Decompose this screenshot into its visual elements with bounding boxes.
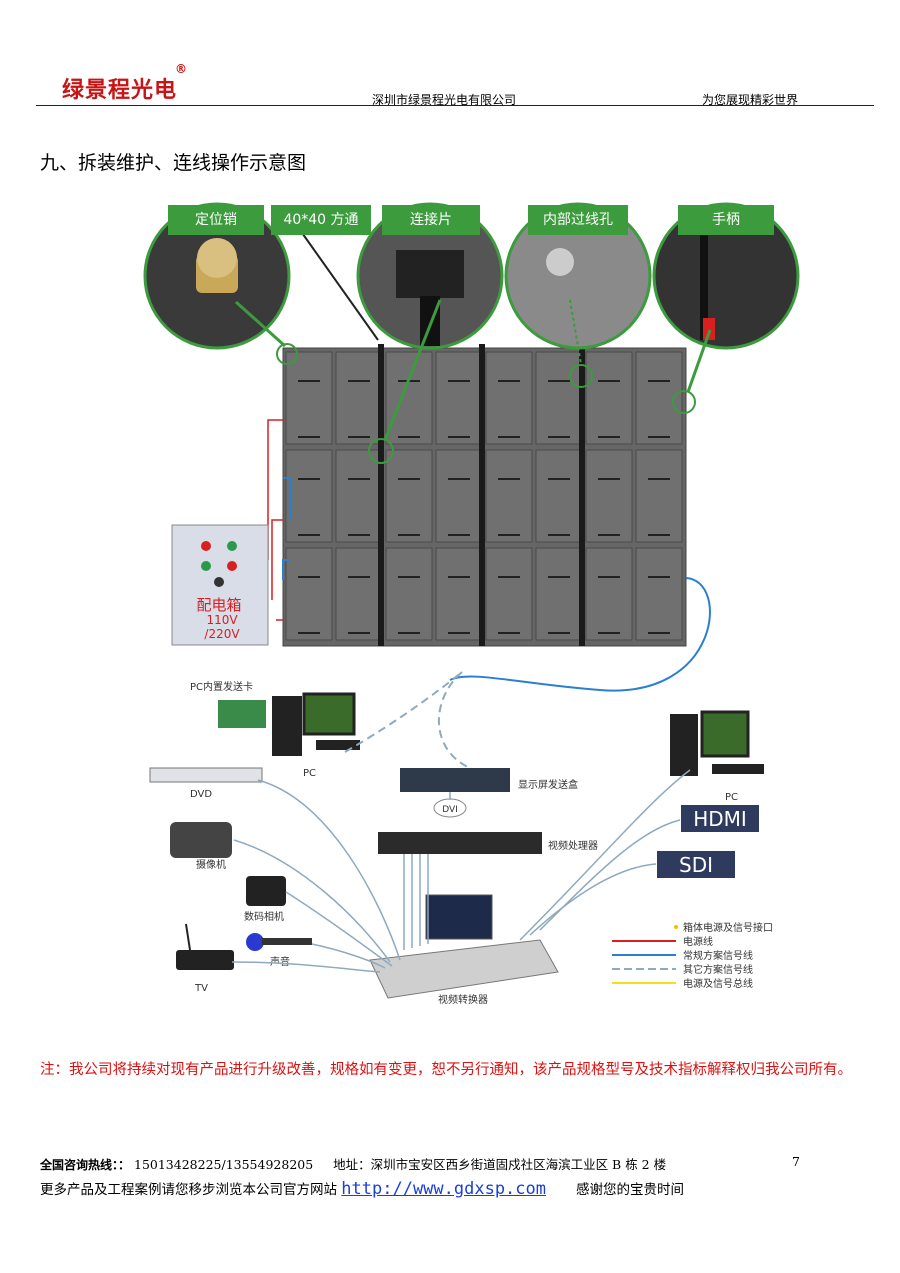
camcorder: 摄像机 [170, 822, 232, 871]
pc-left-label: PC [303, 768, 316, 779]
led-cabinet-wall [282, 344, 687, 647]
logo-text: 绿景程光电 [62, 78, 178, 103]
disclaimer-note: 注：我公司将持续对现有产品进行升级改善，规格如有变更，恕不另行通知，该产品规格型… [40, 1062, 852, 1078]
cabinet-module [435, 449, 483, 543]
cabinet-module [385, 547, 433, 641]
cabinet-module [485, 547, 533, 641]
hdmi-label: HDMI [693, 807, 747, 831]
legend-label: 电源线 [683, 935, 713, 948]
video-switcher: 视频转换器 [369, 894, 559, 1006]
cabinet-module [585, 547, 633, 641]
video-processor-label: 视频处理器 [548, 839, 598, 852]
legend-label: 常规方案信号线 [683, 949, 753, 962]
cabinet-module [635, 449, 683, 543]
header-company: 深圳市绿景程光电有限公司 [372, 93, 517, 107]
power-box-voltage-1: 110V [206, 613, 238, 627]
cabinet-module [435, 547, 483, 641]
device-cables [231, 769, 691, 973]
cabinet-module [635, 547, 683, 641]
dvd-label: DVD [190, 789, 212, 800]
footer-contact: 全国咨询热线：： 15013428225/13554928205 地址：深圳市宝… [40, 1154, 666, 1173]
digital-camera: 数码相机 [244, 876, 286, 923]
switcher-label: 视频转换器 [438, 993, 488, 1006]
display-sender-box: 显示屏发送盒 DVI [400, 768, 578, 818]
website-link[interactable]: http://www.gdxsp.com [341, 1179, 546, 1199]
dvi-label: DVI [442, 805, 458, 815]
legend-label: 其它方案信号线 [683, 963, 753, 976]
callout-pointers [143, 202, 800, 464]
cabinet-module [335, 351, 383, 445]
camera-label: 数码相机 [244, 910, 284, 923]
sender-box-label: 显示屏发送盒 [518, 778, 578, 791]
callout-handle: 手柄 [678, 205, 774, 235]
footer-website: 更多产品及工程案例请您移步浏览本公司官方网站 http://www.gdxsp.… [40, 1178, 684, 1199]
audio-label: 声音 [270, 955, 290, 968]
power-box-voltage-2: /220V [204, 627, 240, 641]
cabinet-module [585, 351, 633, 445]
cabinet-module [635, 351, 683, 445]
registered-mark: ® [175, 62, 188, 76]
callout-locating-pin: 定位销 [168, 205, 264, 235]
sdi-badge: SDI [657, 851, 735, 878]
legend-label: 电源及信号总线 [683, 977, 753, 990]
cabinet-module [385, 449, 433, 543]
cabinet-module [535, 547, 583, 641]
more-text: 更多产品及工程案例请您移步浏览本公司官方网站 [40, 1182, 337, 1198]
wiring-diagram: 配电箱 110V /220V PC内置发送卡 PC PC DVD 摄像机 数码相… [143, 202, 800, 1006]
square-tube-bar [378, 344, 384, 646]
sdi-label: SDI [679, 853, 713, 877]
power-lines [267, 419, 283, 621]
cabinet-module [485, 351, 533, 445]
company-logo: 绿景程光电 ® [62, 62, 187, 104]
video-processor: 视频处理器 [378, 832, 598, 854]
pc-right-label: PC [725, 792, 738, 803]
power-distribution-box: 配电箱 110V /220V [171, 524, 269, 646]
cabinet-module [585, 449, 633, 543]
legend-label: 箱体电源及信号接口 [683, 921, 773, 934]
cabinet-module [285, 449, 333, 543]
cabinet-module [535, 449, 583, 543]
cabinet-module [285, 351, 333, 445]
dvd-player: DVD [149, 767, 263, 800]
callout-connecting-plate: 连接片 [382, 205, 480, 235]
power-box-label: 配电箱 [196, 596, 241, 614]
square-tube-bar [479, 344, 485, 646]
cabinet-module [285, 547, 333, 641]
microphone: 声音 [246, 933, 312, 968]
hotline-number: 15013428225/13554928205 [134, 1157, 314, 1172]
footer-address: 地址：深圳市宝安区西乡街道固戍社区海滨工业区 B 栋 2 楼 [333, 1157, 667, 1172]
cabinet-module [435, 351, 483, 445]
pc-right: PC [670, 710, 764, 803]
header-divider [36, 105, 874, 106]
tv-set-top-box: TV [176, 923, 234, 994]
tv-label: TV [194, 983, 208, 994]
cabinet-module [485, 449, 533, 543]
thanks-text: 感谢您的宝贵时间 [576, 1182, 685, 1198]
header-slogan: 为您展现精彩世界 [702, 93, 799, 107]
pc-card: PC内置发送卡 [190, 680, 266, 728]
camcorder-label: 摄像机 [196, 858, 226, 871]
callout-square-tube: 40*40 方通 [271, 205, 371, 235]
page-number: 7 [792, 1154, 800, 1169]
hotline-label: 全国咨询热线：： [40, 1158, 131, 1172]
legend-marker [674, 925, 678, 929]
signal-lines [282, 477, 711, 692]
callout-cable-hole: 内部过线孔 [528, 205, 628, 235]
pc-left: PC [272, 692, 360, 779]
square-tube-bar [579, 344, 585, 646]
cabinet-module [335, 547, 383, 641]
section-title: 九、拆装维护、连线操作示意图 [40, 152, 307, 174]
hdmi-badge: HDMI [681, 805, 759, 832]
alt-signal-lines [344, 671, 471, 769]
pc-card-label: PC内置发送卡 [190, 680, 253, 693]
cabinet-module [335, 449, 383, 543]
cabinet-module [385, 351, 433, 445]
